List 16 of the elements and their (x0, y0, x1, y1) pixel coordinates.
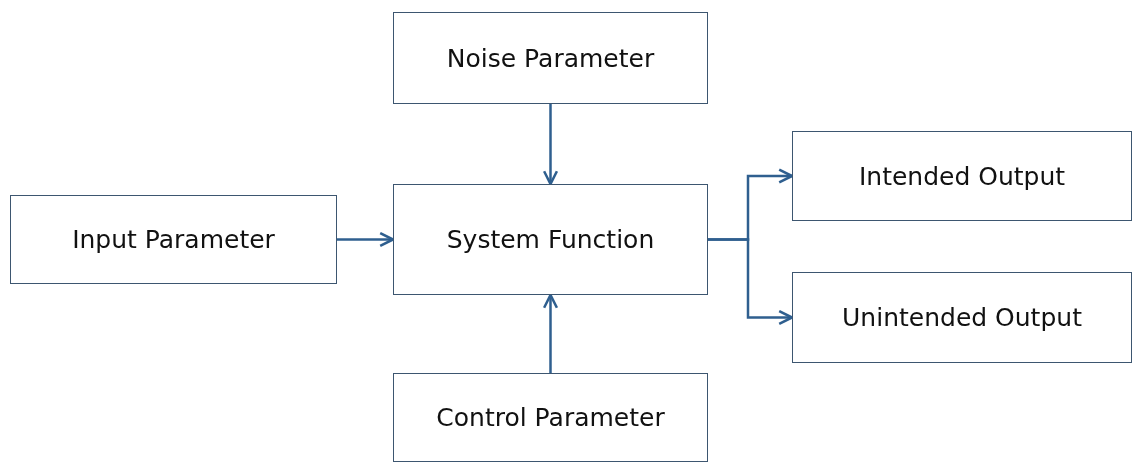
process-box (792, 131, 1132, 221)
arrow (542, 104, 559, 186)
process-box (393, 12, 708, 104)
box-label: System Function (446, 225, 655, 254)
arrow (708, 238, 794, 326)
process-box (393, 373, 708, 462)
process-box (792, 272, 1132, 363)
box-label: Control Parameter (436, 403, 665, 432)
process-box (10, 195, 337, 284)
arrow (337, 231, 395, 248)
box-label: Intended Output (858, 161, 1066, 191)
process-box (393, 184, 708, 295)
arrow (542, 293, 559, 373)
box-label: Unintended Output (842, 303, 1082, 332)
box-label: Input Parameter (72, 225, 275, 254)
box-label: Noise Parameter (446, 43, 655, 73)
